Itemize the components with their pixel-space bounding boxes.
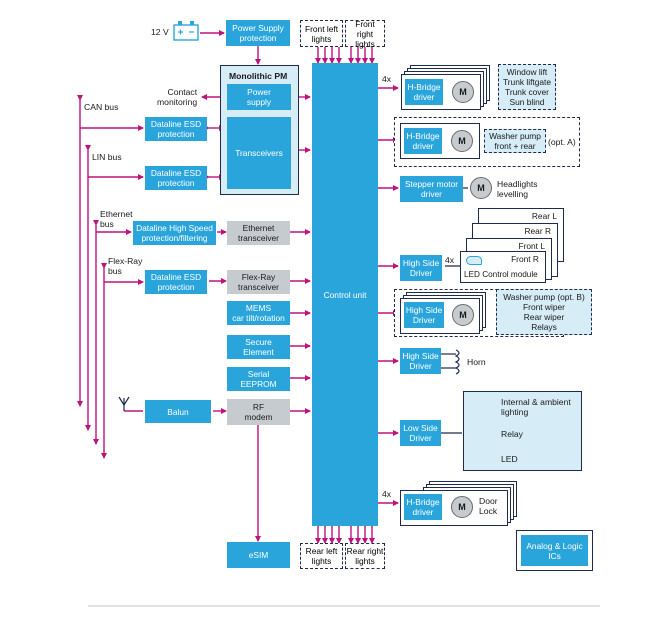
pm-transceivers-block: Transceivers xyxy=(227,117,291,189)
hbridge-1-loads: Window lift Trunk liftgate Trunk cover S… xyxy=(498,64,556,110)
balun-block: Balun xyxy=(145,400,211,423)
rf-modem-block: RF modem xyxy=(227,399,290,425)
can-bus-label: CAN bus xyxy=(84,102,119,112)
contact-monitoring-label: Contact monitoring xyxy=(157,87,198,107)
rear-left-lights-block: Rear left lights xyxy=(300,543,343,569)
pm-power-supply-block: Power supply xyxy=(227,84,291,110)
led-label: LED xyxy=(501,454,518,464)
hbridge-3-driver: H-Bridge driver xyxy=(404,494,442,520)
high-side-1-driver: High Side Driver xyxy=(400,255,442,281)
led-control-module-label: LED Control module xyxy=(464,270,538,279)
dataline-high-speed-block: Dataline High Speed protection/filtering xyxy=(133,221,216,245)
front-right-lights-block: Front right lights xyxy=(345,19,385,49)
high-side-2-driver: High Side Driver xyxy=(404,302,444,328)
ethernet-transceiver-block: Ethernet transceiver xyxy=(227,221,290,245)
mems-block: MEMS car tilt/rotation xyxy=(227,301,290,325)
monolithic-pm-title: Monolithic PM xyxy=(229,71,288,81)
hbridge-2-option: (opt. A) xyxy=(548,137,576,147)
stepper-load-label: Headlights levelling xyxy=(497,179,538,199)
headlight-icon xyxy=(466,256,482,265)
flexray-transceiver-block: Flex-Ray transceiver xyxy=(227,270,290,294)
hbridge-1-multiplier: 4x xyxy=(382,74,392,84)
hbridge-3-multiplier: 4x xyxy=(382,489,392,499)
high-side-2-motor-icon: M xyxy=(452,304,474,326)
battery-icon xyxy=(173,21,199,41)
esim-block: eSIM xyxy=(227,542,290,568)
hbridge-3-motor-icon: M xyxy=(451,496,473,518)
control-unit-block: Control unit xyxy=(312,63,378,526)
dataline-esd-lin-block: Dataline ESD protection xyxy=(145,166,207,190)
lamp-rear-l-label: Rear L xyxy=(531,211,557,221)
serial-eeprom-block: Serial EEPROM xyxy=(227,367,290,391)
lin-bus-label: LIN bus xyxy=(92,152,122,162)
hbridge-1-driver: H-Bridge driver xyxy=(405,79,443,105)
hbridge-2-driver: H-Bridge driver xyxy=(404,128,442,154)
internal-lighting-label: Internal & ambient lighting xyxy=(501,397,571,417)
ethernet-bus-label: Ethernet bus xyxy=(100,209,133,229)
high-side-2-loads: Washer pump (opt. B) Front wiper Rear wi… xyxy=(496,289,592,335)
relay-label: Relay xyxy=(501,429,523,439)
dataline-esd-can-block: Dataline ESD protection xyxy=(145,117,207,141)
battery-label: 12 V xyxy=(151,27,169,37)
low-side-loads-panel xyxy=(463,391,582,471)
rear-right-lights-block: Rear right lights xyxy=(345,543,385,569)
hbridge-1-motor-icon: M xyxy=(452,81,474,103)
hbridge-2-loads: Washer pump front + rear xyxy=(484,129,546,153)
power-supply-protection-block: Power Supply protection xyxy=(226,20,290,46)
low-side-driver: Low Side Driver xyxy=(400,420,441,446)
stepper-motor-icon: M xyxy=(470,177,492,199)
flexray-bus-label: Flex-Ray bus xyxy=(108,256,143,276)
stepper-driver: Stepper motor driver xyxy=(400,176,463,202)
high-side-3-driver: High Side Driver xyxy=(400,348,441,374)
front-left-lights-block: Front left lights xyxy=(300,20,343,47)
dataline-esd-flexray-block: Dataline ESD protection xyxy=(145,270,207,294)
lamp-front-r-label: Front R xyxy=(511,254,539,264)
legend-analog-logic: Analog & Logic ICs xyxy=(521,535,588,566)
lamp-rear-r-label: Rear R xyxy=(524,226,551,236)
hbridge-2-motor-icon: M xyxy=(451,130,473,152)
door-lock-label: Door Lock xyxy=(479,496,498,516)
secure-element-block: Secure Element xyxy=(227,335,290,359)
lamp-front-l-label: Front L xyxy=(518,241,545,251)
high-side-1-multiplier: 4x xyxy=(445,255,455,265)
horn-label: Horn xyxy=(467,357,486,367)
